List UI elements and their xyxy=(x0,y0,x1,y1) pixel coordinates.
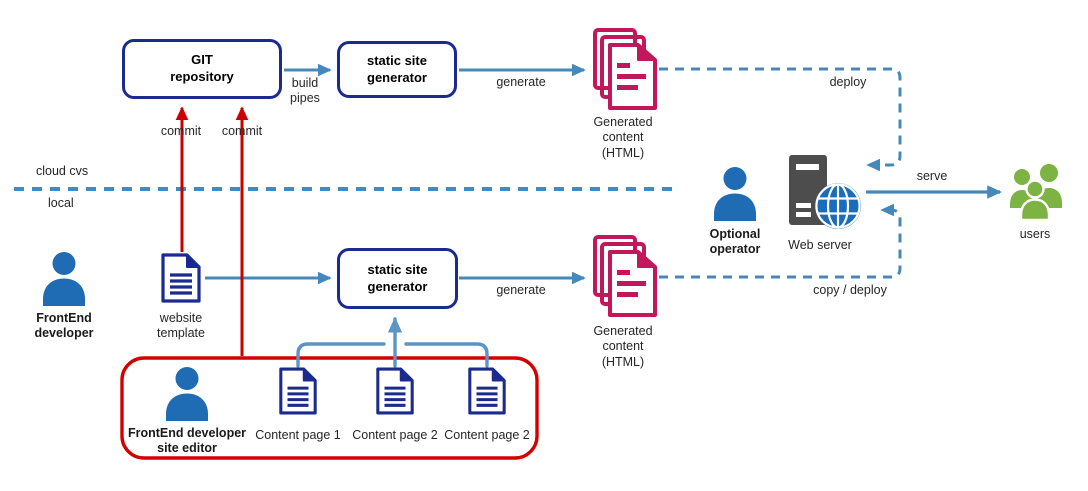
content-page-3-icon xyxy=(468,367,506,415)
generated-content-top-icon xyxy=(593,28,657,110)
web-server-icon xyxy=(789,155,861,229)
label-content-page-3: Content page 2 xyxy=(444,428,530,442)
label-optional-operator: Optional operator xyxy=(709,227,761,257)
edge-label-commit-left: commit xyxy=(160,124,202,138)
optional-operator-icon xyxy=(714,167,756,221)
node-static-site-generator-bottom: static site generator xyxy=(337,248,458,309)
label-generated-content-bottom: Generated content (HTML) xyxy=(593,324,653,369)
node-git-repository: GIT repository xyxy=(122,39,282,99)
zone-label-local: local xyxy=(48,196,74,210)
label-site-editor: FrontEnd developer site editor xyxy=(127,426,247,456)
site-editor-icon xyxy=(166,367,208,421)
website-template-icon xyxy=(161,253,201,303)
users-icon xyxy=(1010,164,1062,222)
globe-icon xyxy=(815,183,861,229)
label-users: users xyxy=(1019,227,1051,241)
label-web-server: Web server xyxy=(788,238,852,252)
edge-label-build-pipes: build pipes xyxy=(290,76,320,106)
edge-content-pages-to-generator xyxy=(296,316,489,368)
label-generated-content-top: Generated content (HTML) xyxy=(593,115,653,160)
edge-label-generate-top: generate xyxy=(496,75,546,89)
frontend-developer-icon xyxy=(43,252,85,306)
zone-label-cloud-cvs: cloud cvs xyxy=(36,164,89,178)
edge-label-serve: serve xyxy=(916,169,948,183)
edge-copy-deploy xyxy=(659,203,902,279)
label-frontend-developer: FrontEnd developer xyxy=(34,311,94,341)
node-static-site-generator-top: static site generator xyxy=(337,41,457,98)
generated-content-bottom-icon xyxy=(593,235,657,317)
label-content-page-1: Content page 1 xyxy=(255,428,341,442)
content-page-1-icon xyxy=(279,367,317,415)
edge-label-copy-deploy: copy / deploy xyxy=(813,283,887,297)
edge-label-generate-bottom: generate xyxy=(496,283,546,297)
site-editor-group-box xyxy=(120,356,539,460)
edge-label-deploy: deploy xyxy=(829,75,867,89)
content-page-2-icon xyxy=(376,367,414,415)
label-content-page-2: Content page 2 xyxy=(352,428,438,442)
edge-label-commit-right: commit xyxy=(221,124,263,138)
label-website-template: website template xyxy=(157,311,205,341)
